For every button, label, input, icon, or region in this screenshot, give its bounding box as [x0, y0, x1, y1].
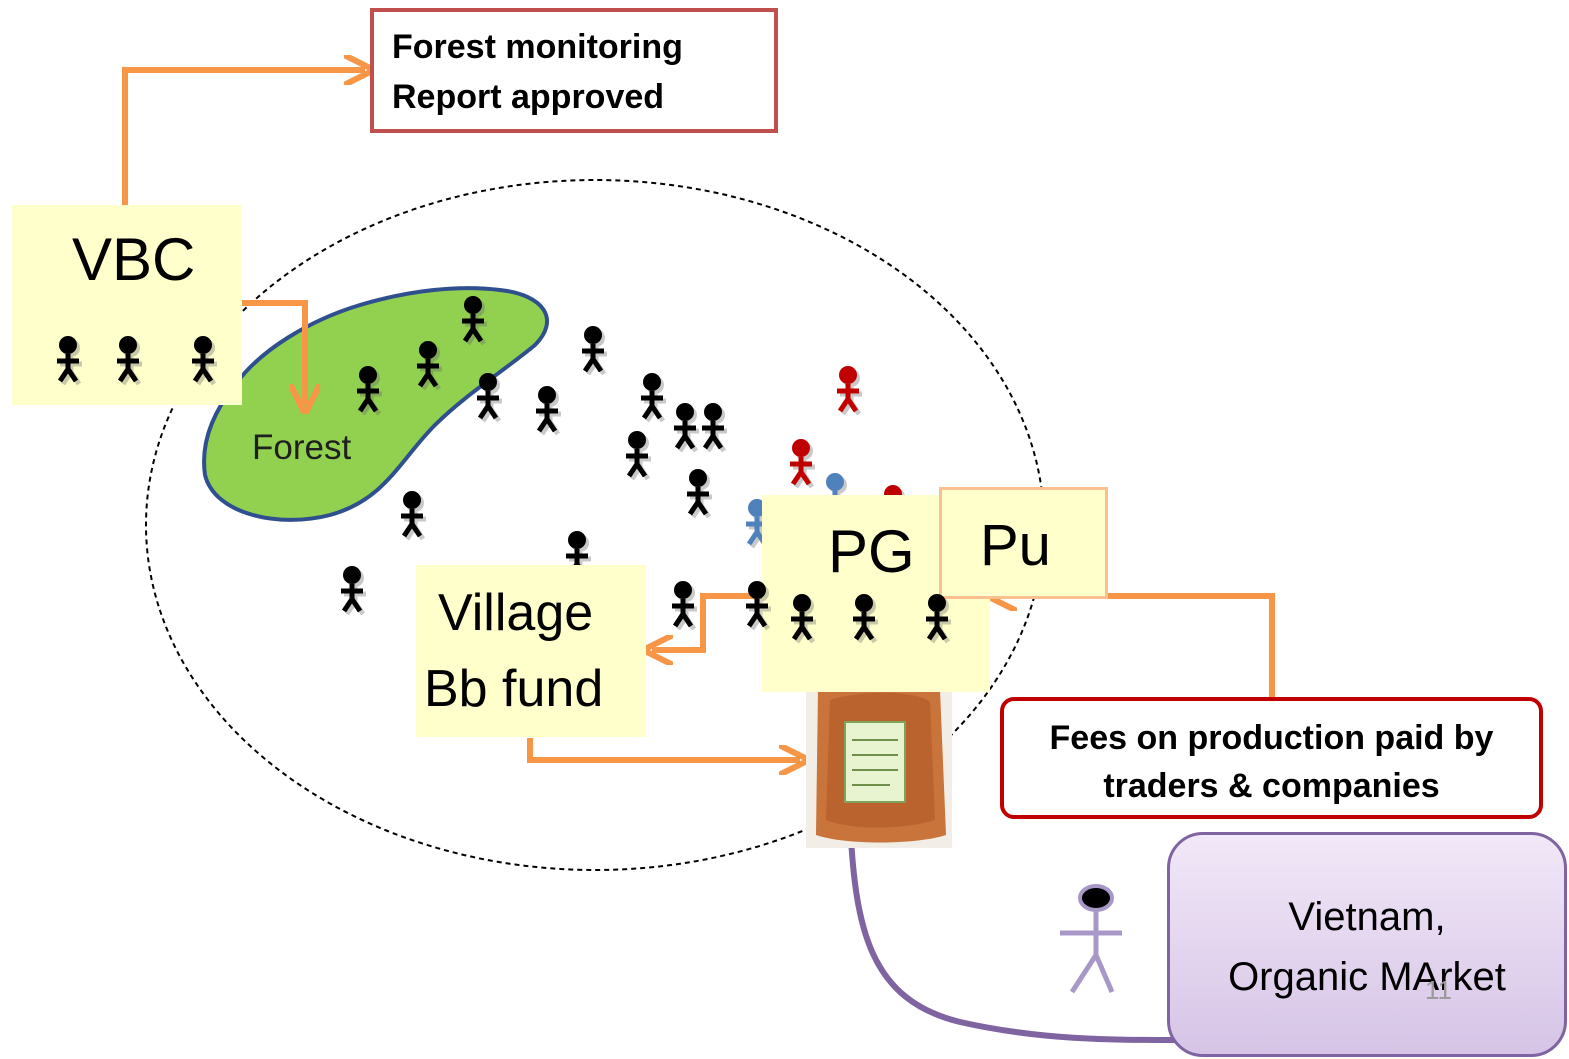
village-fund-line-1: Village — [438, 584, 594, 642]
pu-label: Pu — [980, 513, 1051, 578]
organic-market-box: Vietnam, Organic MArket — [1167, 832, 1567, 1057]
village-fund-box: Village Bb fund — [416, 565, 646, 737]
fees-to-pu-arrow — [996, 596, 1275, 697]
vbc-box: VBC — [12, 205, 242, 405]
pu-box: Pu — [939, 487, 1108, 599]
report-line-1: Forest monitoring — [392, 28, 683, 66]
vbc-to-forest-arrow — [242, 300, 305, 405]
consumer-figure — [1060, 884, 1122, 994]
product-bag-image — [806, 668, 952, 848]
vbc-to-report-arrow — [122, 70, 365, 205]
fees-box: Fees on production paid by traders & com… — [1000, 697, 1543, 819]
pg-label: PG — [828, 518, 915, 585]
report-approved-box: Forest monitoring Report approved — [370, 8, 778, 133]
pg-to-village-fund-arrow — [652, 593, 765, 650]
product-to-market-line — [847, 819, 1176, 1043]
forest-area — [202, 286, 549, 522]
fees-line-2: traders & companies — [1103, 767, 1440, 805]
vbc-label: VBC — [72, 226, 196, 293]
forest-label: Forest — [252, 428, 352, 467]
villager-figure — [566, 531, 591, 581]
report-line-2: Report approved — [392, 78, 665, 116]
market-line-1: Vietnam, — [1288, 895, 1446, 939]
page-number: 11 — [1425, 975, 1452, 1005]
village-fund-to-product-arrow — [527, 738, 800, 760]
fees-line-1: Fees on production paid by — [1049, 719, 1494, 757]
market-line-2: Organic MArket — [1228, 955, 1506, 999]
village-fund-line-2: Bb fund — [424, 660, 604, 718]
